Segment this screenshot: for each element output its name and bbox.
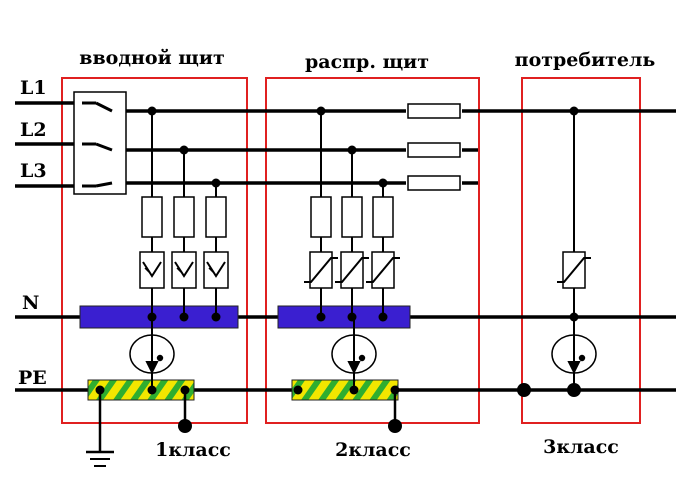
junction-dot bbox=[147, 106, 157, 116]
spark-gap-internals bbox=[145, 330, 586, 375]
class2-fuse bbox=[310, 196, 332, 238]
junction-dot bbox=[390, 385, 400, 395]
class-label-1: 1класс bbox=[155, 439, 231, 461]
class3-arrester bbox=[557, 111, 591, 317]
neutral-bus-input bbox=[79, 305, 239, 329]
junction-dot bbox=[211, 178, 221, 188]
class1-fuse bbox=[205, 196, 227, 238]
fuse-l2 bbox=[407, 142, 461, 158]
junction-dot bbox=[347, 312, 357, 322]
junction-dots bbox=[95, 106, 581, 433]
junction-dot bbox=[147, 385, 157, 395]
class1-arrester-tick bbox=[208, 267, 214, 273]
n-pe-spark-gaps bbox=[129, 334, 597, 374]
class-label-3: 3класс bbox=[543, 436, 619, 458]
junction-dot bbox=[378, 312, 388, 322]
junction-dot-large bbox=[178, 419, 192, 433]
class2-arresters bbox=[304, 111, 400, 317]
class1-arresters bbox=[139, 111, 229, 317]
consumer-frame bbox=[521, 77, 641, 424]
consumer-title: потребитель bbox=[515, 49, 656, 71]
line-label-l2: L2 bbox=[20, 119, 47, 141]
fuse-l3 bbox=[407, 175, 461, 191]
junction-dot bbox=[347, 145, 357, 155]
junction-dot bbox=[569, 312, 579, 322]
junction-dot bbox=[293, 385, 303, 395]
dist-panel-frame bbox=[265, 77, 480, 424]
pe-bus-input bbox=[87, 379, 195, 401]
class1-arrester-tick bbox=[144, 267, 150, 273]
input-panel-frame bbox=[61, 77, 248, 424]
junction-dot bbox=[95, 385, 105, 395]
class-label-2: 2класс bbox=[335, 439, 411, 461]
junction-dot bbox=[179, 312, 189, 322]
class2-varistor-symbol bbox=[366, 257, 400, 283]
class1-arrester-symbol bbox=[174, 261, 194, 278]
class2-varistor-symbol bbox=[335, 257, 369, 283]
class1-arrester-tick bbox=[176, 267, 182, 273]
class1-arrester bbox=[203, 251, 229, 289]
fuse-l1 bbox=[407, 103, 461, 119]
main-switch bbox=[73, 91, 127, 195]
junction-dot bbox=[147, 312, 157, 322]
class3-varistor-symbol bbox=[557, 257, 591, 283]
class1-fuse bbox=[173, 196, 195, 238]
class1-arrester bbox=[139, 251, 165, 289]
junction-dot bbox=[316, 312, 326, 322]
pe-bus-dist bbox=[291, 379, 399, 401]
junction-dot bbox=[316, 106, 326, 116]
junction-dot bbox=[349, 385, 359, 395]
line-label-pe: PE bbox=[18, 367, 47, 389]
input-panel-title: вводной щит bbox=[79, 47, 224, 69]
line-label-l3: L3 bbox=[20, 160, 47, 182]
class2-fuse bbox=[341, 196, 363, 238]
line-label-l1: L1 bbox=[20, 77, 47, 99]
class1-arrester bbox=[171, 251, 197, 289]
junction-dot-large bbox=[567, 383, 581, 397]
junction-dot bbox=[211, 312, 221, 322]
neutral-bus-dist bbox=[277, 305, 411, 329]
junction-dot bbox=[378, 178, 388, 188]
class1-fuse bbox=[141, 196, 163, 238]
class1-arrester-symbol bbox=[142, 261, 162, 278]
line-fuses bbox=[407, 103, 461, 191]
class1-arrester-symbol bbox=[206, 261, 226, 278]
class2-varistor-symbol bbox=[304, 257, 338, 283]
class2-fuse bbox=[372, 196, 394, 238]
line-label-n: N bbox=[22, 292, 39, 314]
junction-dot bbox=[180, 385, 190, 395]
junction-dot-large bbox=[388, 419, 402, 433]
junction-dot bbox=[569, 106, 579, 116]
junction-dot bbox=[179, 145, 189, 155]
dist-panel-title: распр. щит bbox=[305, 51, 429, 73]
junction-dot-large bbox=[517, 383, 531, 397]
